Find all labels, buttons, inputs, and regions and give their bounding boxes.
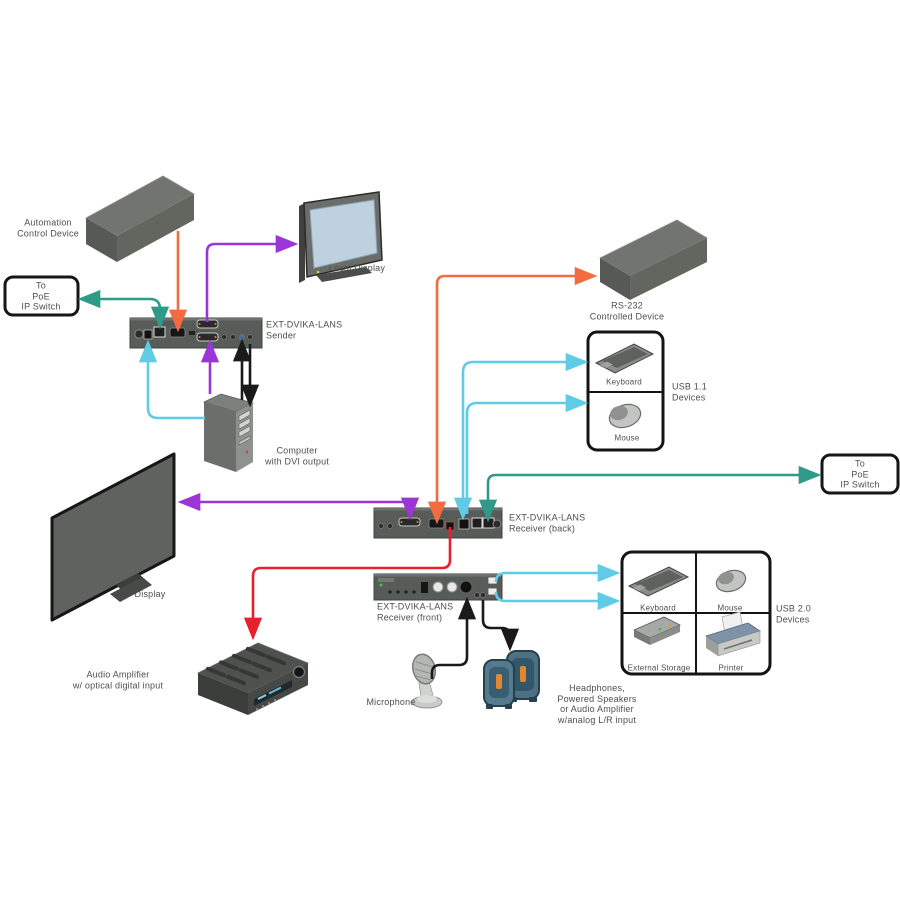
gefen-logo bbox=[378, 578, 394, 582]
line-receiver-optical-to-amplifier bbox=[243, 527, 452, 641]
audio-amplifier-label: Audio Amplifier w/ optical digital input bbox=[72, 669, 164, 691]
line-receiver-to-speakers bbox=[481, 600, 520, 652]
keyboard-icon bbox=[627, 566, 690, 597]
line-receiver-front-usb-1 bbox=[494, 563, 621, 583]
poe-switch-right-label: To PoE IP Switch bbox=[840, 458, 880, 490]
rs232-controlled-device bbox=[599, 219, 708, 300]
usb11-keyboard-label: Keyboard bbox=[606, 377, 642, 387]
line-receiver-to-usb11-mouse bbox=[465, 393, 589, 514]
automation-control-device bbox=[85, 175, 195, 262]
usb20-printer-label: Printer bbox=[718, 663, 744, 673]
line-receiver-to-rs232-device bbox=[427, 266, 598, 525]
printer-icon bbox=[705, 611, 761, 657]
usb20-storage-label: External Storage bbox=[627, 663, 691, 673]
usb11-devices-box bbox=[586, 330, 665, 452]
microphone-label: Microphone bbox=[366, 696, 416, 707]
line-receiver-to-usb11-keyboard bbox=[453, 352, 589, 521]
line-receiver-to-display bbox=[177, 492, 420, 521]
external-storage-icon bbox=[633, 616, 681, 645]
display-monitor bbox=[50, 452, 176, 622]
speakers-device bbox=[483, 650, 540, 709]
mouse-icon bbox=[715, 569, 747, 593]
line-receiver-to-poe-right bbox=[478, 465, 822, 523]
computer-label: Computer with DVI output bbox=[264, 445, 330, 467]
computer-tower bbox=[203, 393, 254, 472]
line-microphone-to-receiver bbox=[430, 596, 477, 679]
receiver-back-label: EXT-DVIKA-LANS Receiver (back) bbox=[509, 512, 586, 534]
line-sender-to-local-display bbox=[205, 234, 299, 322]
poe-switch-left-label: To PoE IP Switch bbox=[21, 280, 61, 312]
receiver-front-unit bbox=[373, 573, 503, 601]
receiver-front-label: EXT-DVIKA-LANS Receiver (front) bbox=[377, 601, 454, 623]
usb11-mouse-label: Mouse bbox=[614, 433, 640, 443]
line-computer-usb-to-sender bbox=[138, 339, 205, 420]
display-label: Display bbox=[134, 588, 166, 599]
usb20-mouse-label: Mouse bbox=[717, 603, 743, 613]
mouse-icon bbox=[608, 403, 642, 429]
usb20-keyboard-label: Keyboard bbox=[640, 603, 676, 613]
keyboard-icon bbox=[594, 343, 655, 374]
connection-lines bbox=[77, 231, 822, 679]
line-sender-to-poe-left bbox=[77, 289, 170, 330]
speakers-label: Headphones, Powered Speakers or Audio Am… bbox=[557, 683, 637, 725]
microphone-device bbox=[411, 653, 443, 709]
usb20-group-label: USB 2.0 Devices bbox=[776, 603, 811, 625]
local-display-label: Local Display bbox=[328, 262, 386, 273]
rs232-device-label: RS-232 Controlled Device bbox=[589, 300, 665, 322]
sender-label: EXT-DVIKA-LANS Sender bbox=[266, 319, 343, 341]
poe-switch-right-box bbox=[820, 453, 900, 495]
usb11-group-label: USB 1.1 Devices bbox=[672, 381, 707, 403]
automation-device-label: Automation Control Device bbox=[17, 217, 79, 239]
local-display-monitor bbox=[299, 191, 383, 283]
audio-amplifier-device bbox=[197, 642, 309, 715]
usb20-devices-box bbox=[620, 550, 772, 676]
line-receiver-front-usb-2 bbox=[494, 591, 621, 611]
